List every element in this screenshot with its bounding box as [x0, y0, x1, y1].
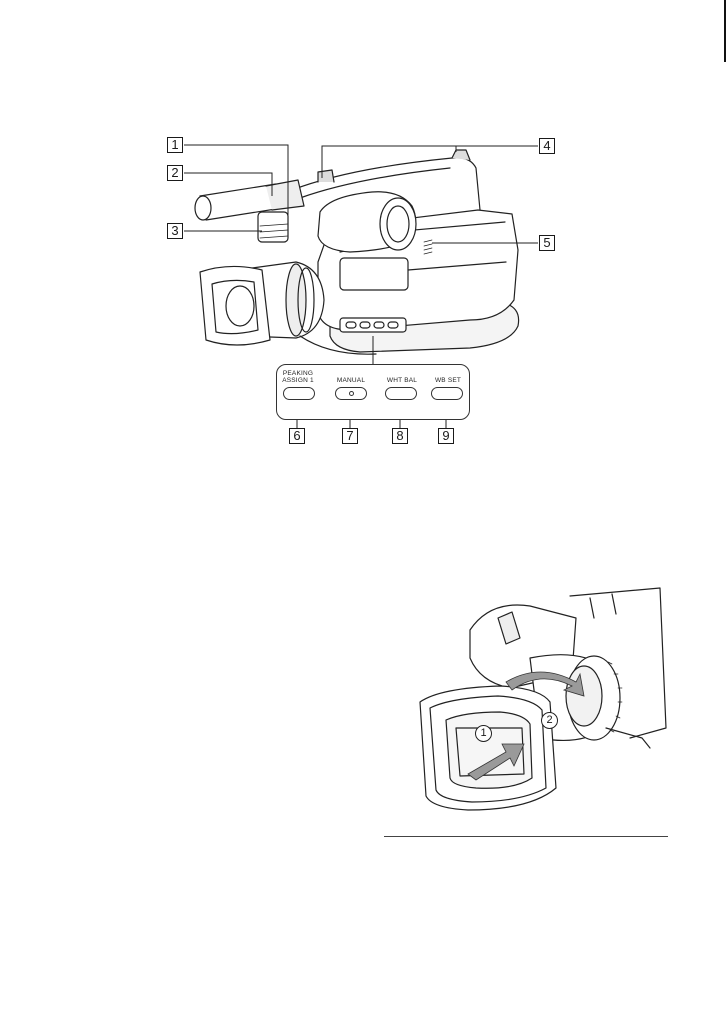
button-panel: PEAKING ASSIGN 1 MANUAL WHT BAL WB SET	[276, 364, 470, 420]
peaking-assign1-button[interactable]	[283, 387, 315, 400]
peaking-label-line1: PEAKING	[277, 370, 319, 377]
callout-3: 3	[167, 223, 183, 239]
callout-2: 2	[167, 165, 183, 181]
callout-7: 7	[342, 428, 358, 444]
wht-bal-label: WHT BAL	[381, 377, 423, 384]
manual-button-dot-icon	[349, 391, 354, 396]
lens-hood-illustration	[380, 578, 670, 823]
step-2-marker: 2	[541, 712, 558, 729]
wb-set-label: WB SET	[427, 377, 469, 384]
peaking-label-line2: ASSIGN 1	[277, 377, 319, 384]
section-divider	[384, 836, 668, 837]
lens-hood-figure: 1 2	[380, 578, 670, 823]
step-1-marker: 1	[475, 725, 492, 742]
callout-9: 9	[438, 428, 454, 444]
callout-5: 5	[539, 235, 555, 251]
manual-button[interactable]	[335, 387, 367, 400]
callout-8: 8	[392, 428, 408, 444]
wht-bal-button[interactable]	[385, 387, 417, 400]
camcorder-figure: 1 2 3 4 5 PEAKING ASSIGN 1 MANUAL WHT BA…	[0, 0, 726, 470]
callout-6: 6	[289, 428, 305, 444]
callout-1: 1	[167, 137, 183, 153]
callout-4: 4	[539, 138, 555, 154]
wb-set-button[interactable]	[431, 387, 463, 400]
manual-label: MANUAL	[327, 377, 375, 384]
